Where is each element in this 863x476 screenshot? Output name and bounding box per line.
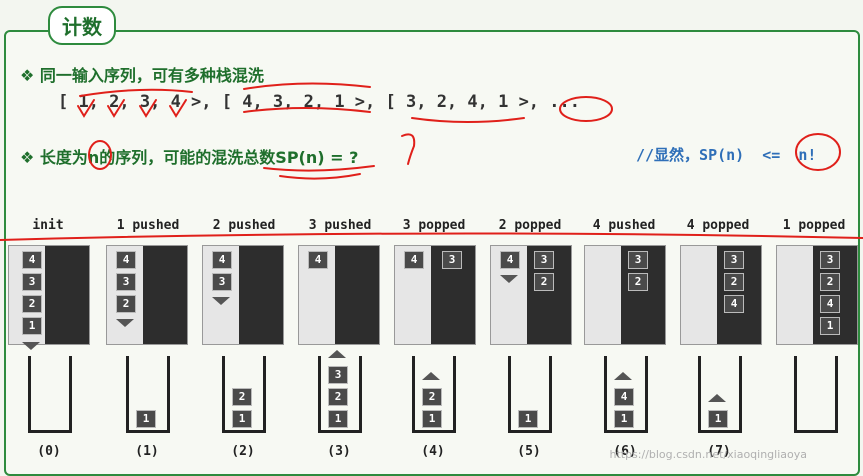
block: 4: [404, 251, 424, 269]
cup-label: (2): [231, 444, 255, 459]
divider-line: [0, 232, 863, 241]
stack-cup: [28, 356, 72, 433]
step-label: 1 popped: [782, 218, 846, 233]
stack-cup: [126, 356, 170, 433]
block: 1: [708, 410, 728, 428]
cup-label: (1): [135, 444, 159, 459]
stack-cup: [412, 356, 456, 433]
block: 2: [820, 273, 840, 291]
watermark-url: https://blog.csdn.net/xiaoqingliaoya: [609, 448, 807, 461]
bullet-length-n: ❖ 长度为n的序列，可能的混洗总数SP(n) = ?: [20, 148, 359, 167]
arrow-up-icon: [422, 372, 440, 380]
question-mark: [401, 133, 416, 165]
panel-2-pushed: [202, 245, 284, 345]
block: 4: [614, 388, 634, 406]
block: 2: [232, 388, 252, 406]
block: 1: [820, 317, 840, 335]
step-labels: init 1 pushed 2 pushed 3 pushed 3 popped…: [0, 218, 863, 236]
block: 1: [518, 410, 538, 428]
block: 2: [422, 388, 442, 406]
stack-cup: [508, 356, 552, 433]
block: 4: [724, 295, 744, 313]
block: 3: [724, 251, 744, 269]
comment-upper-bound: //显然，SP(n) <= n!: [636, 146, 817, 164]
block: 3: [442, 251, 462, 269]
cup-label: (7): [707, 444, 731, 459]
check-mark: [169, 99, 187, 118]
arrow-down-icon: [116, 319, 134, 327]
block: 4: [308, 251, 328, 269]
block: 1: [422, 410, 442, 428]
stack-cup: [604, 356, 648, 433]
underline: [263, 165, 375, 172]
block: 4: [500, 251, 520, 269]
check-mark: [139, 99, 157, 118]
arrow-up-icon: [708, 394, 726, 402]
cup-label: (3): [327, 444, 351, 459]
block: 3: [820, 251, 840, 269]
stack-cup: [794, 356, 838, 433]
stroke: [243, 82, 371, 90]
sequence-examples: [ 1, 2, 3, 4 >, [ 4, 3, 2, 1 >, [ 3, 2, …: [58, 92, 580, 112]
circle: [559, 96, 613, 122]
underline: [243, 107, 371, 113]
block: 2: [628, 273, 648, 291]
check-mark: [77, 99, 95, 118]
block: 2: [328, 388, 348, 406]
bullet-same-input: ❖ 同一输入序列，可有多种栈混洗: [20, 66, 264, 85]
block: 1: [614, 410, 634, 428]
arrow-down-icon: [500, 275, 518, 283]
step-label: 1 pushed: [116, 218, 180, 233]
cup-label: (6): [613, 444, 637, 459]
stack-cup: [698, 356, 742, 433]
arrow-down-icon: [22, 342, 40, 350]
cup-label: (0): [37, 444, 61, 459]
circle: [795, 133, 841, 171]
block: 3: [116, 273, 136, 291]
block: 2: [724, 273, 744, 291]
block: 1: [136, 410, 156, 428]
step-label: 2 popped: [498, 218, 562, 233]
block: 1: [232, 410, 252, 428]
block: 3: [534, 251, 554, 269]
block: 1: [328, 410, 348, 428]
cup-label: (5): [517, 444, 541, 459]
block: 2: [534, 273, 554, 291]
block: 2: [116, 295, 136, 313]
block: 4: [116, 251, 136, 269]
step-label: 2 pushed: [212, 218, 276, 233]
step-label: 3 pushed: [308, 218, 372, 233]
underline: [279, 173, 361, 180]
step-label: 4 pushed: [592, 218, 656, 233]
step-label: init: [32, 218, 64, 233]
cup-label: (4): [421, 444, 445, 459]
arrow-up-icon: [328, 350, 346, 358]
step-label: 4 popped: [686, 218, 750, 233]
arrow-up-icon: [614, 372, 632, 380]
check-mark: [107, 99, 125, 118]
block: 1: [22, 317, 42, 335]
step-label: 3 popped: [402, 218, 466, 233]
block: 3: [22, 273, 42, 291]
block: 3: [328, 366, 348, 384]
block: 3: [212, 273, 232, 291]
arrow-down-icon: [212, 297, 230, 305]
block: 4: [212, 251, 232, 269]
block: 2: [22, 295, 42, 313]
slide-title: 计数: [48, 6, 116, 45]
block: 4: [820, 295, 840, 313]
block: 3: [628, 251, 648, 269]
stroke: [79, 88, 193, 97]
circle: [88, 140, 112, 170]
stack-cup: [222, 356, 266, 433]
block: 4: [22, 251, 42, 269]
stack-cup: [318, 356, 362, 433]
underline: [411, 117, 525, 123]
